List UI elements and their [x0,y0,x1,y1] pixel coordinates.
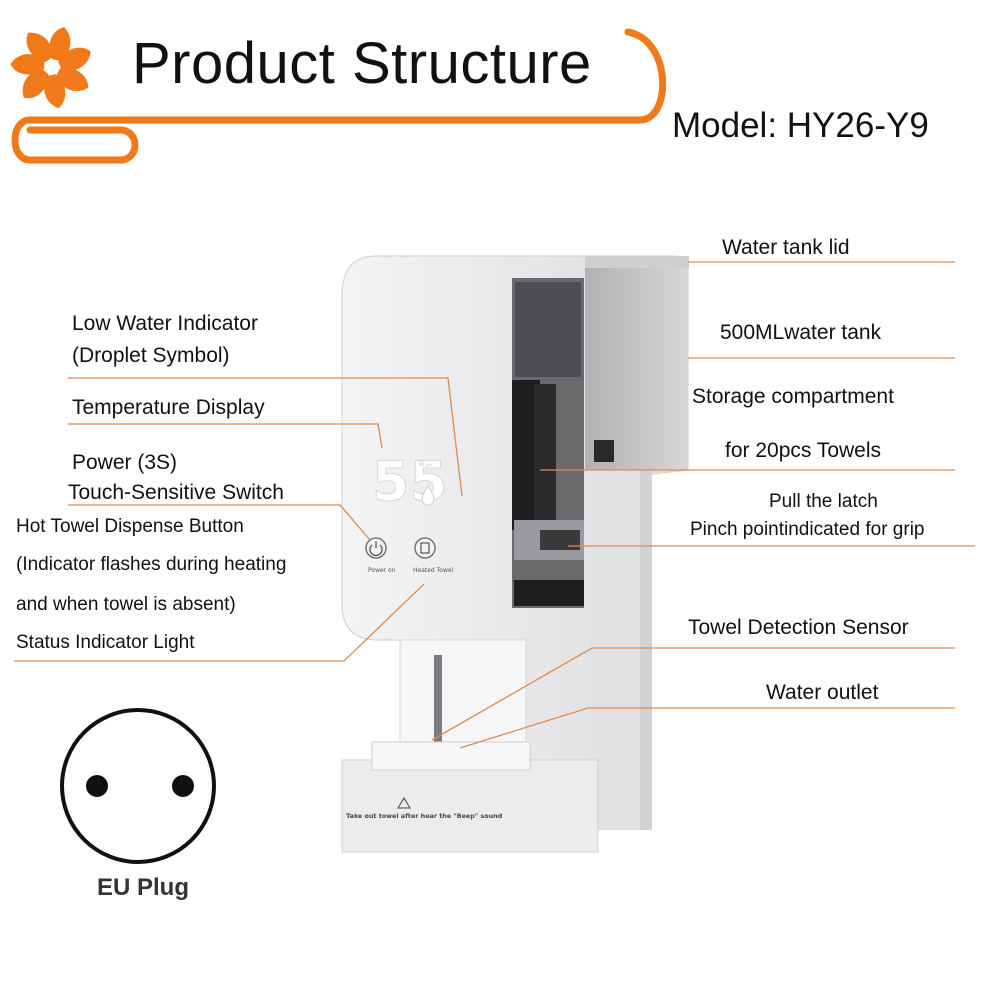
power-button[interactable] [365,537,387,559]
label-water-tank: 500MLwater tank [720,321,882,344]
droplet-icon [421,485,435,506]
dispense-button[interactable] [414,537,436,559]
label-dispense-sub2: and when towel is absent) [16,594,236,615]
label-tank-lid: Water tank lid [722,236,850,259]
label-status-light: Status Indicator Light [16,632,195,653]
display-unit: °c [418,460,433,476]
page-title: Product Structure [132,31,592,96]
base-warning-text: Take out towel after hear the "Beep" sou… [346,812,503,820]
label-power-sub: Touch-Sensitive Switch [68,481,284,504]
plug-pin-left [86,775,108,797]
dispense-button-caption: Heated Towel [413,567,454,574]
label-dispense-sub1: (Indicator flashes during heating [16,554,287,575]
base-tray [341,759,599,853]
label-power: Power (3S) [72,451,178,474]
label-temperature: Temperature Display [72,396,265,419]
label-sensor: Towel Detection Sensor [688,616,909,639]
label-latch: Pull the latch [769,491,878,512]
label-low-water-sub: (Droplet Symbol) [72,344,230,367]
label-latch-sub: Pinch pointindicated for grip [690,519,925,540]
warning-icon [397,797,411,809]
display-digits: 55 [372,450,447,513]
plug-face [60,708,216,864]
side-tower [590,470,648,830]
label-storage: Storage compartment [692,385,894,408]
label-storage-sub: for 20pcs Towels [725,439,882,462]
water-tank [585,262,687,470]
water-tank-lid [585,256,689,268]
header-swoosh [11,28,667,164]
model-number: Model: HY26-Y9 [672,106,929,145]
flower-logo-icon [10,27,91,109]
towel-icon [420,542,430,554]
plug-pin-right [172,775,194,797]
power-icon [369,541,383,557]
label-low-water: Low Water Indicator [72,312,258,335]
label-dispense: Hot Towel Dispense Button [16,516,244,537]
power-button-caption: Power on [368,567,396,574]
plug-label: EU Plug [97,874,190,901]
label-water-outlet: Water outlet [766,681,879,704]
dispense-chamber [399,639,527,761]
